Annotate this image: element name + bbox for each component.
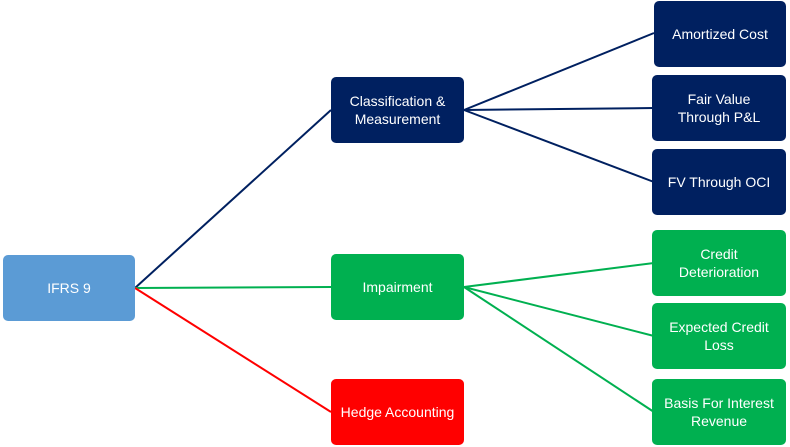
link-classification-amortized	[463, 32, 655, 111]
link-root-impairment	[134, 286, 332, 289]
node-hedge-label: Hedge Accounting	[340, 404, 455, 420]
node-expected-credit-loss[interactable]: Expected Credit Loss	[652, 303, 786, 369]
link-impairment-credit	[463, 262, 655, 288]
node-basis-interest-revenue[interactable]: Basis For Interest Revenue	[652, 379, 786, 445]
link-root-classification	[134, 109, 332, 289]
link-classification-fvpl	[463, 107, 655, 111]
node-fv-oci[interactable]: FV Through OCI	[652, 149, 786, 215]
node-classification-label: Classification & Measurement	[349, 93, 446, 127]
node-fair-value-pl-label: Fair Value Through P&L	[677, 91, 761, 125]
node-fair-value-pl[interactable]: Fair Value Through P&L	[652, 75, 786, 141]
node-impairment[interactable]: Impairment	[331, 254, 464, 320]
node-classification[interactable]: Classification & Measurement	[331, 77, 464, 143]
node-credit-deterioration-label: Credit Deterioration	[678, 246, 760, 280]
node-hedge-accounting[interactable]: Hedge Accounting	[331, 379, 464, 445]
node-fv-oci-label: FV Through OCI	[667, 174, 771, 190]
link-classification-fvoci	[463, 109, 655, 183]
link-impairment-ecl	[463, 286, 655, 337]
node-expected-credit-loss-label: Expected Credit Loss	[669, 319, 769, 353]
node-amortized-cost-label: Amortized Cost	[672, 26, 768, 42]
node-credit-deterioration[interactable]: Credit Deterioration	[652, 230, 786, 296]
link-impairment-basis	[463, 286, 655, 413]
link-root-hedge	[134, 287, 332, 413]
root-node-label: IFRS 9	[47, 280, 91, 296]
node-basis-interest-revenue-label: Basis For Interest Revenue	[664, 395, 774, 429]
root-node-ifrs9[interactable]: IFRS 9	[3, 255, 135, 321]
node-impairment-label: Impairment	[362, 279, 433, 295]
node-amortized-cost[interactable]: Amortized Cost	[654, 1, 786, 67]
